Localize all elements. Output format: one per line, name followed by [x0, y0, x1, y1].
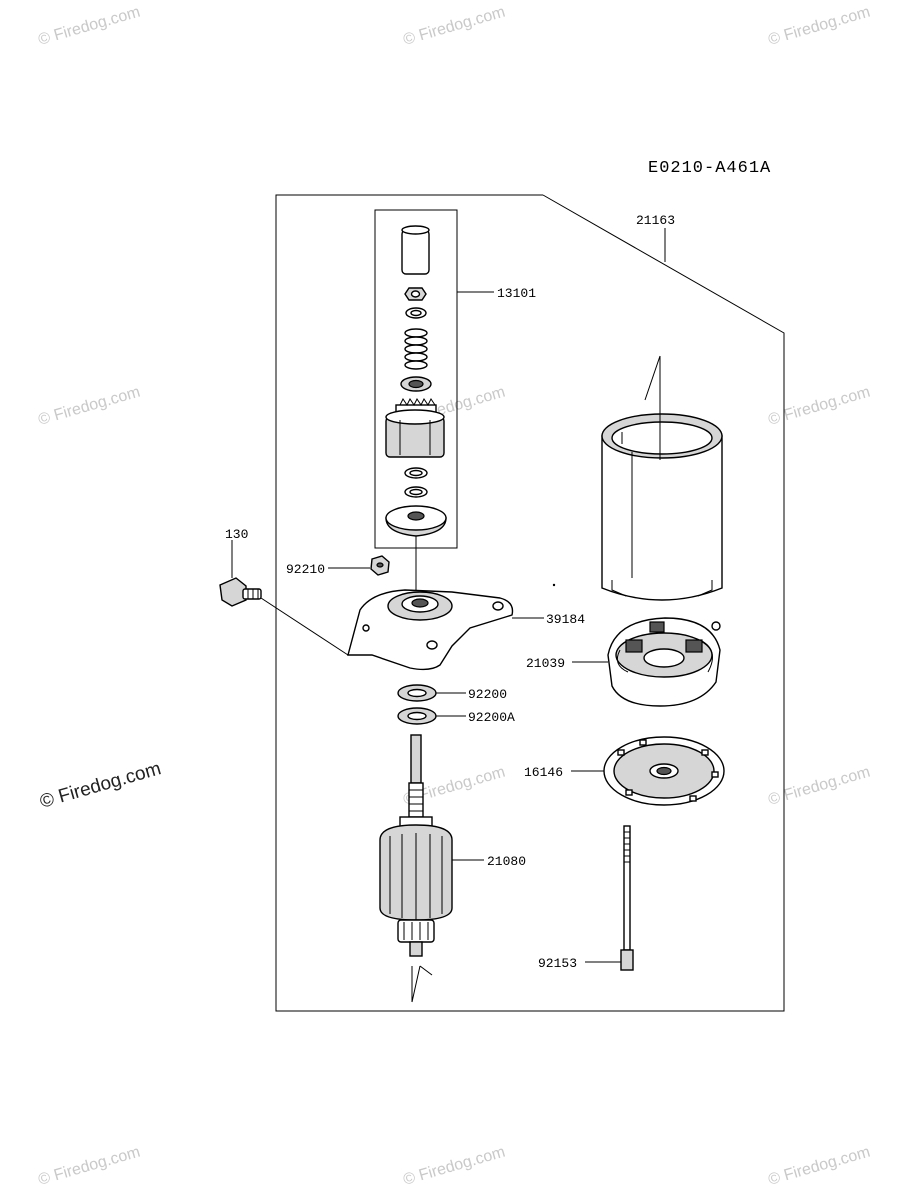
end-plate-16146: [603, 736, 725, 806]
watermark: © Firedog.com: [36, 1144, 142, 1189]
bolt-130: [219, 540, 349, 656]
watermark: © Firedog.com: [36, 4, 142, 49]
part-label-92200: 92200: [468, 687, 507, 702]
nut-92210: [370, 555, 390, 576]
assembly-outline: [275, 194, 785, 1012]
marker-dot: [552, 583, 556, 587]
watermark: © Firedog.com: [36, 384, 142, 429]
watermark: © Firedog.com: [766, 764, 872, 809]
leader-lines: [328, 228, 666, 963]
watermark: © Firedog.com: [766, 1144, 872, 1189]
part-label-92153: 92153: [538, 956, 577, 971]
part-label-13101: 13101: [497, 286, 536, 301]
watermark: © Firedog.com: [766, 384, 872, 429]
part-label-21039: 21039: [526, 656, 565, 671]
part-label-39184: 39184: [546, 612, 585, 627]
armature-21080: [379, 734, 453, 1003]
part-labels: 21163 13101 130 92210 39184 21039 92200 …: [225, 213, 675, 971]
drive-pinion-assembly: [385, 225, 447, 598]
watermark-dark: © Firedog.com: [38, 758, 164, 813]
watermark: © Firedog.com: [401, 4, 507, 49]
part-label-130: 130: [225, 527, 248, 542]
brush-holder-21039: [607, 617, 721, 707]
part-label-21080: 21080: [487, 854, 526, 869]
watermark: © Firedog.com: [401, 1144, 507, 1189]
part-label-92210: 92210: [286, 562, 325, 577]
through-bolt-92153: [620, 825, 634, 971]
yoke-21163: [601, 355, 723, 601]
watermark: © Firedog.com: [766, 4, 872, 49]
part-label-16146: 16146: [524, 765, 563, 780]
part-label-21163: 21163: [636, 213, 675, 228]
bracket-39184: [347, 589, 514, 671]
part-label-92200A: 92200A: [468, 710, 515, 725]
diagram-code: E0210-A461A: [648, 159, 771, 178]
washers-92200: [397, 684, 437, 725]
